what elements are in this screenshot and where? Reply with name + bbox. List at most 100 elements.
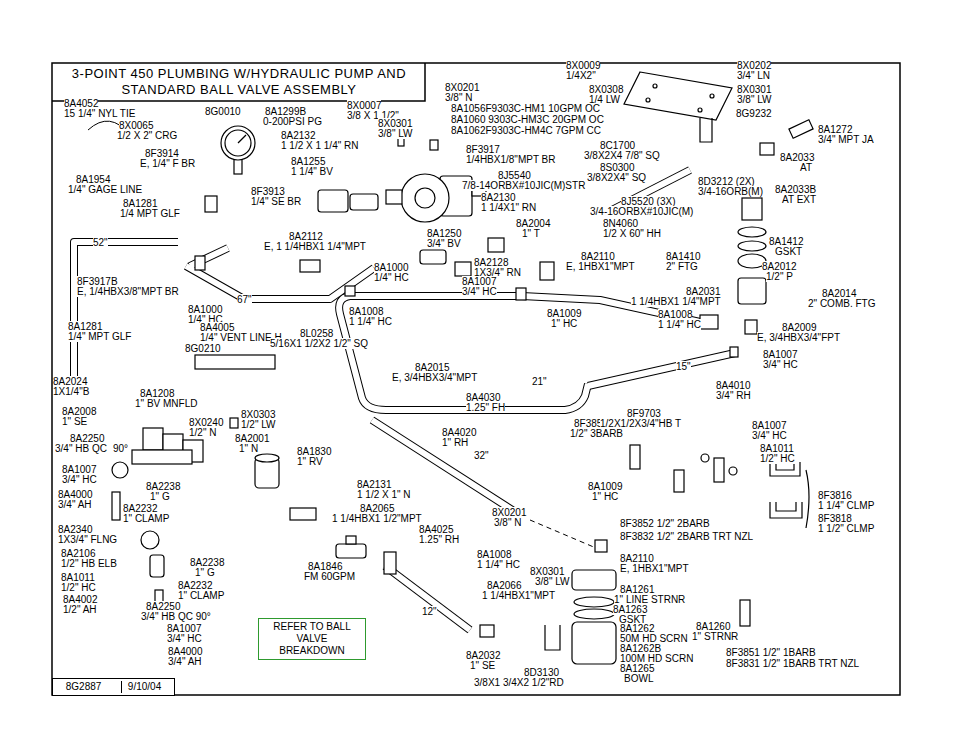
callout-number: 12" (422, 606, 437, 617)
callout-number: 3/4" BV (427, 238, 461, 249)
callout-number: 1 1/2 X 1" N (357, 489, 411, 500)
callout-number: 3/4" RH (716, 390, 751, 401)
box-text: REFER TO BALL VALVE BREAKDOWN (263, 621, 361, 657)
callout-number: 1/2" LW (241, 419, 276, 430)
callout-number: 1 1/4X1" RN (481, 202, 536, 213)
callout-number: 1 1/4" HC (349, 316, 392, 327)
callout-number: 1/4" MPT GLF (68, 331, 131, 342)
callout-number: 1" HC (551, 318, 577, 329)
callout-number: 3/8X2X4 7/8" SQ (584, 150, 660, 161)
callout-number: 15 1/4" NYL TIE (64, 108, 135, 119)
callout-number: E, 1HBX1"MPT (566, 261, 635, 272)
callout-number: 1/4X2" (566, 70, 596, 81)
callout-number: 1" STRNR (692, 631, 738, 642)
callout-number: 1/4" GAGE LINE (68, 184, 142, 195)
fittings (195, 190, 738, 357)
callout-number: 1.25" RH (419, 534, 459, 545)
leader-lines (88, 121, 596, 548)
callout-number: 3/4-16ORBX#10JIC(M) (590, 206, 693, 217)
callout-number: 15" (676, 361, 691, 372)
callout-number: GSKT (775, 246, 802, 257)
callout-number: 3/8X2X4" SQ (587, 172, 646, 183)
callout-number: 1" RH (442, 437, 468, 448)
callout-number: 67" (237, 294, 252, 305)
callout-number: 3/4" HC (752, 430, 787, 441)
callout-number: 3/4" HC (62, 474, 97, 485)
callout-number: 1" RV (297, 456, 323, 467)
callout-number: AT (800, 162, 812, 173)
callout-number: 8F3852 1/2" 2BARB (620, 518, 710, 529)
callout-number: 8G9232 (736, 108, 772, 119)
callout-number: 1/4" SE BR (251, 196, 301, 207)
callout-number: 3/8" N (494, 517, 521, 528)
callout-number: 8F3851 1/2" 1BARB (726, 647, 816, 658)
callout-number: 3/4" HB QC 90° (141, 611, 211, 622)
callout-number: 1 1/2" CLMP (818, 523, 874, 534)
callout-number: 1/2 X 60" HH (603, 228, 661, 239)
note-box: REFER TO BALL VALVE BREAKDOWN (258, 618, 366, 660)
diagram-title: 3-POINT 450 PLUMBING W/HYDRAULIC PUMP AN… (56, 66, 422, 98)
callout-number: 1/2 X 2" CRG (117, 130, 177, 141)
callout-number: 8F3831 1/2" 1BARB TRT NZL (726, 658, 859, 669)
callout-number: 3/4" AH (168, 656, 202, 667)
callout-number: 3/8" LW (737, 94, 772, 105)
callout-number: 1X3/4" FLNG (58, 534, 117, 545)
callout-number: 3/8" LW (378, 128, 413, 139)
callout-number: 1/2" AH (63, 604, 97, 615)
callout-number: 1/2" N (189, 427, 216, 438)
callout-number: 5/16X1 1/2X2 1/2" SQ (270, 338, 368, 349)
callout-number: 1/2" P (766, 271, 793, 282)
callout-number: 8A1060 9303C-HM3C 20GPM OC (451, 114, 604, 125)
callout-number: E, 1/4HBX3/8"MPT BR (77, 286, 179, 297)
callout-number: E, 1HBX1"MPT (620, 563, 689, 574)
callout-number: 8F3832 1/2" 2BARB TRT NZL (620, 531, 753, 542)
callout-number: 32" (474, 450, 489, 461)
callout-number: 3/4" HC (763, 359, 798, 370)
callout-number: 3/4" MPT JA (818, 134, 874, 145)
callout-number: 1" G (150, 491, 170, 502)
callout-number: 3/8" LW (535, 576, 570, 587)
callout-number: E, 3/4HBX3/4"FPT (757, 332, 840, 343)
callout-number: 3/4" AH (58, 499, 92, 510)
hose-fill (74, 170, 735, 630)
callout-number: 2" COMB. FTG (808, 298, 875, 309)
callout-number: 1X1/4"B (53, 386, 89, 397)
callout-number: 3/4" HB QC (55, 443, 107, 454)
callout-number: 1/4" HC (374, 272, 409, 283)
callout-number: 3/4" HC (462, 286, 497, 297)
drawing-number-box: 8G2887 9/10/04 (52, 678, 175, 696)
callout-number: 1/2" HB ELB (61, 558, 117, 569)
callout-number: 1/4 MPT GLF (120, 208, 180, 219)
pressure-gauge (221, 126, 255, 174)
callout-number: 2" FTG (666, 261, 698, 272)
callout-number: 1 1/4HBX1"MPT (482, 590, 555, 601)
callout-number: 1/2X1/2X3/4"HB T (600, 418, 681, 429)
box-text: 8G2887 (66, 681, 102, 693)
callout-number: 1" T (522, 228, 540, 239)
callout-number: 8G0210 (185, 343, 221, 354)
callout-number: 1 1/4" HC (658, 319, 701, 330)
callout-number: 1 1/4" HC (477, 559, 520, 570)
callout-number: 3/4-16ORB(M) (698, 186, 763, 197)
callout-number: E, 3/4HBX3/4"MPT (392, 372, 477, 383)
box-text: 9/10/04 (121, 681, 161, 693)
callout-number: 52" (93, 237, 108, 248)
callout-number: 1" SE (62, 416, 87, 427)
ball-valve-manifold (112, 355, 275, 614)
callout-number: 1/2" HC (760, 453, 795, 464)
callout-number: 1" G (195, 567, 215, 578)
callout-number: 1" BV MNFLD (135, 398, 197, 409)
callout-number: 0-200PSI PG (263, 116, 322, 127)
callout-number: 8A1056F9303C-HM1 10GPM OC (451, 103, 600, 114)
callout-number: BOWL (624, 673, 653, 684)
callout-number: 3/8X1 3/4X2 1/2"RD (474, 677, 564, 688)
callout-number: 1" HC (592, 491, 618, 502)
callout-number: 21" (532, 376, 547, 387)
callout-number: 1 1/2 X 1 1/4" RN (281, 140, 358, 151)
callout-number: 1" CLAMP (123, 513, 169, 524)
callout-number: 1/2" HC (61, 582, 96, 593)
callout-number: 8G0010 (205, 106, 241, 117)
callout-number: 90° (113, 443, 128, 454)
callout-number: 1 1/4HBX1 1/2"MPT (332, 513, 422, 524)
